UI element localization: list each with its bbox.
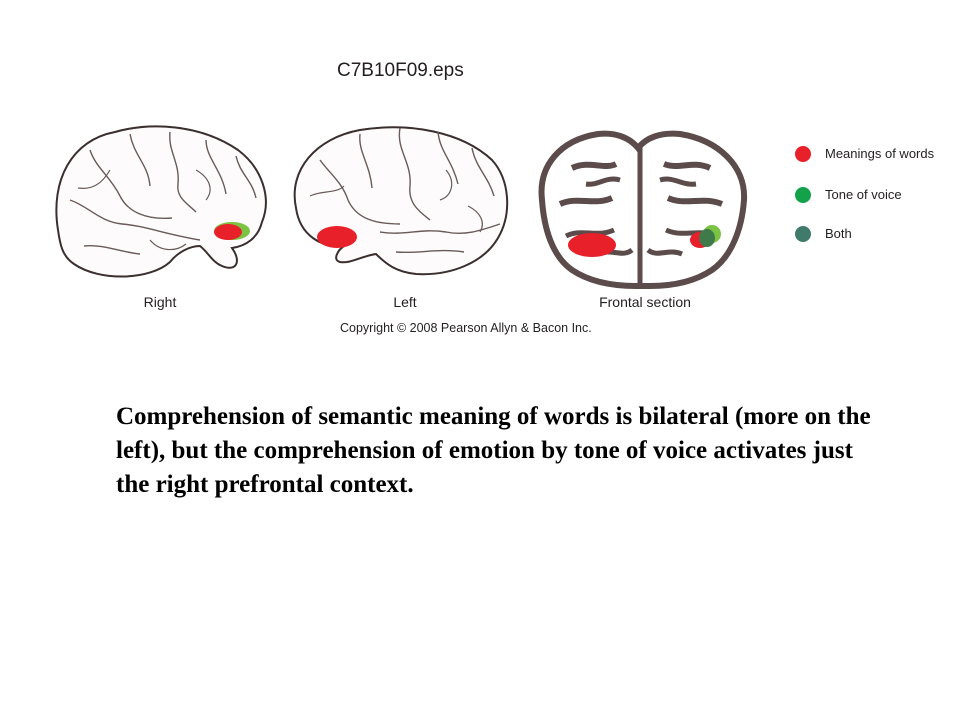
red-dot-icon — [795, 146, 811, 162]
file-name: C7B10F09.eps — [337, 60, 464, 81]
brain-figure — [55, 125, 748, 289]
meanings-area-left — [317, 226, 357, 248]
meanings-area-right — [214, 224, 242, 240]
left-panel-label: Left — [393, 294, 417, 310]
copyright-notice: Copyright © 2008 Pearson Allyn & Bacon I… — [340, 321, 592, 335]
frontal-section-label: Frontal section — [599, 294, 691, 310]
green-dot-icon — [795, 187, 811, 203]
legend-label: Both — [825, 226, 852, 241]
legend-label: Tone of voice — [825, 187, 902, 202]
both-area-frontal — [699, 229, 715, 247]
legend-label: Meanings of words — [825, 146, 935, 161]
teal-dot-icon — [795, 226, 811, 242]
legend-item-meanings: Meanings of words — [795, 146, 935, 162]
legend-item-tone: Tone of voice — [795, 187, 935, 203]
frontal-section-brain — [538, 130, 748, 289]
meanings-area-frontal-left — [568, 233, 616, 257]
caption-text: Comprehension of semantic meaning of wor… — [116, 403, 871, 498]
legend-item-both: Both — [795, 226, 935, 242]
left-hemisphere-brain — [293, 126, 509, 276]
right-hemisphere-brain — [55, 125, 267, 278]
right-panel-label: Right — [143, 294, 177, 310]
